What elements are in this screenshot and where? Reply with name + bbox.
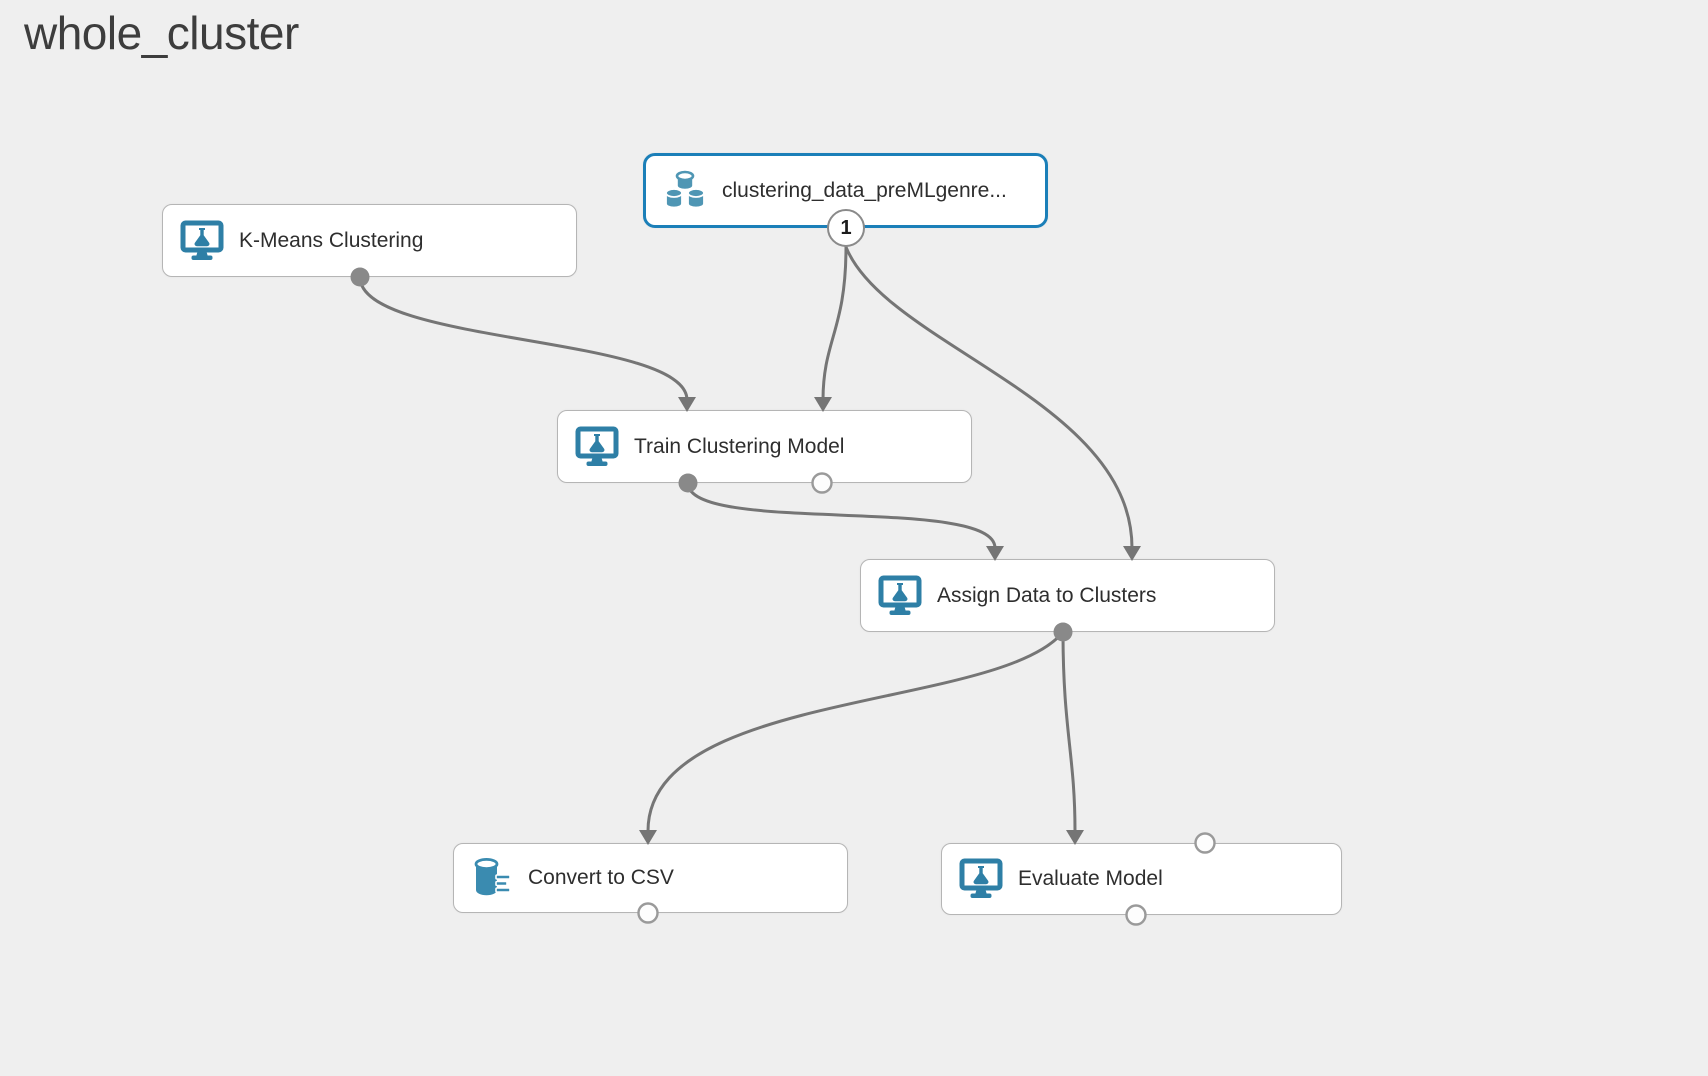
connection-dataset-to-train[interactable] bbox=[821, 245, 848, 402]
node-train-clustering-model[interactable]: Train Clustering Model bbox=[557, 410, 972, 483]
connection-assign-to-evaluate[interactable] bbox=[1061, 630, 1077, 833]
node-label: Assign Data to Clusters bbox=[937, 583, 1157, 607]
module-monitor-flask-icon bbox=[180, 220, 224, 262]
module-monitor-flask-icon bbox=[575, 426, 619, 468]
node-label: Evaluate Model bbox=[1018, 867, 1163, 890]
node-convert-to-csv[interactable]: Convert to CSV bbox=[453, 843, 848, 913]
node-label: K-Means Clustering bbox=[239, 228, 424, 252]
connection-assign-to-convert[interactable] bbox=[646, 630, 1065, 833]
node-evaluate-model[interactable]: Evaluate Model bbox=[941, 843, 1342, 915]
module-monitor-flask-icon bbox=[959, 858, 1003, 900]
node-assign-data-to-clusters[interactable]: Assign Data to Clusters bbox=[860, 559, 1275, 632]
node-label: Convert to CSV bbox=[528, 866, 674, 889]
page-title: whole_cluster bbox=[24, 7, 299, 59]
node-kmeans-clustering[interactable]: K-Means Clustering bbox=[162, 204, 577, 277]
connection-kmeans-to-train[interactable] bbox=[358, 275, 689, 402]
connection-dataset-to-assign[interactable] bbox=[844, 245, 1134, 550]
dataset-barrels-icon bbox=[663, 169, 707, 213]
convert-csv-database-icon bbox=[471, 856, 513, 900]
node-label: clustering_data_preMLgenre... bbox=[722, 178, 1007, 202]
module-monitor-flask-icon bbox=[878, 575, 922, 617]
connection-train-to-assign[interactable] bbox=[686, 481, 997, 550]
node-dataset-clustering-data[interactable]: clustering_data_preMLgenre... bbox=[643, 153, 1048, 228]
node-label: Train Clustering Model bbox=[634, 434, 845, 458]
dataset-output-port-badge[interactable]: 1 bbox=[827, 209, 865, 247]
